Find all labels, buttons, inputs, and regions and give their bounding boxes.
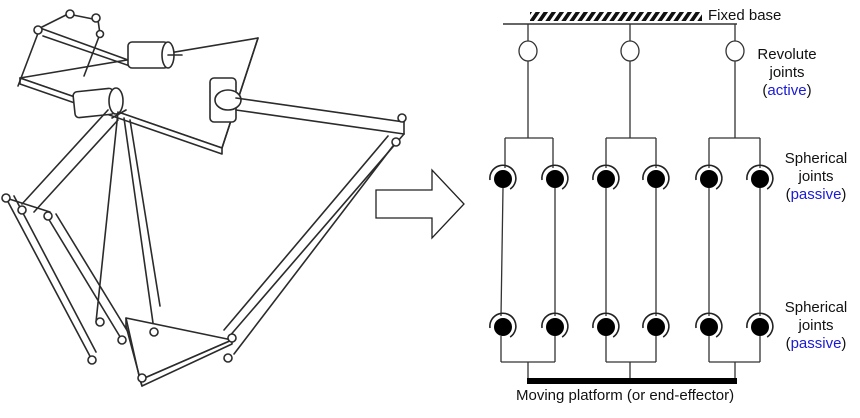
spherical-top-state: (passive) [785,186,847,203]
spherical-joint-top-5 [695,164,723,190]
right-arrow-icon [375,168,465,240]
revolute-joint-3 [725,40,745,62]
kinematic-schematic [489,12,774,384]
spherical-top-state-text: passive [790,186,842,203]
delta-robot-sketch-icon [1,9,407,387]
spherical-joint-bottom-1 [489,312,517,338]
spherical-joint-bottom-6 [746,312,774,338]
spherical-top-title-line1: Spherical [784,150,848,167]
revolute-joints-state: (active) [762,82,812,99]
spherical-joint-bottom-4 [642,312,670,338]
spherical-joint-top-3 [592,164,620,190]
moving-platform-bar [527,378,737,384]
fixed-base-label: Fixed base [708,7,782,24]
revolute-joint-1 [518,40,538,62]
spherical-joints-bottom-label: Spherical joints (passive) [772,299,860,353]
spherical-joint-bottom-3 [592,312,620,338]
spherical-joint-bottom-2 [541,312,569,338]
revolute-state-text: active [767,82,807,99]
spherical-bottom-state: (passive) [785,335,847,352]
spherical-joints-top-label: Spherical joints (passive) [772,150,860,204]
spherical-joint-top-1 [489,164,517,190]
spherical-bottom-title-line1: Spherical [784,299,848,316]
spherical-bottom-state-text: passive [790,335,842,352]
spherical-joint-top-4 [642,164,670,190]
spherical-joint-top-2 [541,164,569,190]
revolute-joints-title-line2: joints [769,64,805,81]
revolute-joints-title-line1: Revolute [757,46,817,63]
spherical-top-title-line2: joints [798,168,834,185]
spherical-joint-top-6 [746,164,774,190]
revolute-joints-label: Revolute joints (active) [747,46,827,100]
fixed-base-hatch [530,12,702,21]
revolute-joint-2 [620,40,640,62]
spherical-bottom-title-line2: joints [798,317,834,334]
spherical-joint-bottom-5 [695,312,723,338]
moving-platform-label: Moving platform (or end-effector) [516,387,735,404]
